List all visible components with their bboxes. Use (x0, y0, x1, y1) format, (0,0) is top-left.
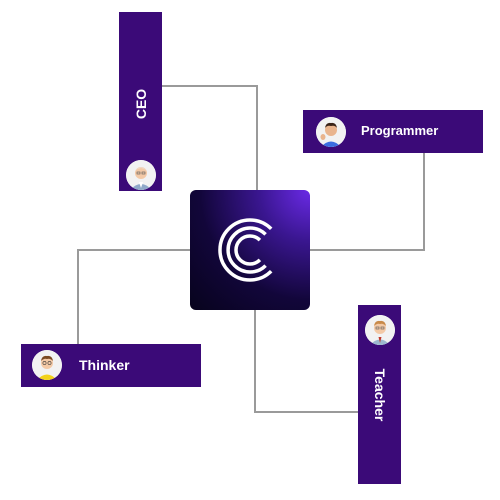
connector-ceo (162, 85, 258, 190)
center-logo-box[interactable] (190, 190, 310, 310)
node-programmer[interactable]: Programmer (303, 110, 483, 153)
connector-teacher (254, 310, 358, 413)
connector-programmer (310, 153, 425, 251)
thinker-label: Thinker (79, 357, 130, 373)
teacher-label: Teacher (371, 368, 388, 422)
concentric-c-logo-icon (218, 218, 273, 282)
businessman-avatar-icon (126, 160, 156, 190)
connector-thinker (77, 249, 190, 344)
ceo-label: CEO (132, 88, 149, 120)
programmer-label: Programmer (361, 123, 439, 138)
teacher-avatar-icon (365, 315, 395, 345)
programmer-avatar-icon (316, 117, 346, 147)
node-ceo[interactable]: CEO (119, 12, 162, 191)
node-teacher[interactable]: Teacher (358, 305, 401, 484)
thinker-avatar-icon (32, 350, 62, 380)
node-thinker[interactable]: Thinker (21, 344, 201, 387)
